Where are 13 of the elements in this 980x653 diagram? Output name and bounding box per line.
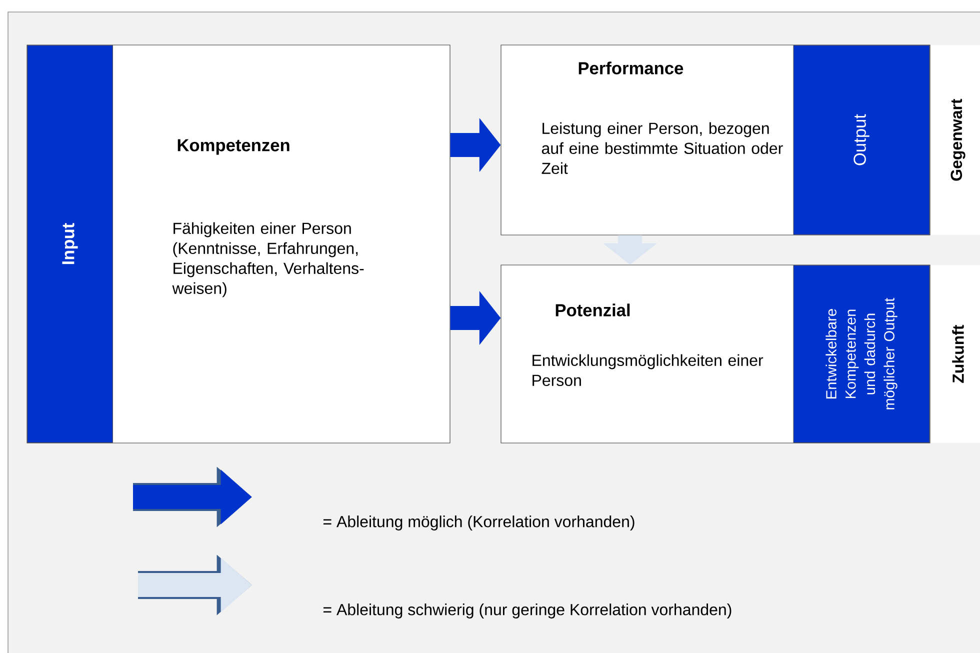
side-band: Input bbox=[27, 45, 113, 443]
legend-text: = Ableitung möglich (Korrelation vorhanden) bbox=[324, 516, 634, 530]
box-description: Entwicklungsmöglichkeiten einer Person bbox=[532, 354, 764, 386]
time-label: Gegenwart bbox=[930, 45, 980, 235]
box-heading: Potenzial bbox=[556, 304, 630, 316]
box-heading: Kompetenzen bbox=[178, 139, 290, 155]
box-description: Fähigkeiten einer Person (Kenntnisse, Erfahrungen, Eigenschaften, Verhaltens-weisen) bbox=[172, 222, 364, 298]
legend-text: = Ableitung schwierig (nur geringe Korrelation vorhanden) bbox=[324, 604, 732, 618]
side-band: Entwickelbare Kompetenzen und dadurch möglicher Output bbox=[793, 265, 930, 443]
time-label: Zukunft bbox=[930, 265, 980, 443]
box-description: Leistung einer Person, bezogen auf eine bestimmte Situation oder Zeit bbox=[542, 122, 783, 174]
box-heading: Performance bbox=[578, 62, 684, 74]
side-band: Output bbox=[793, 45, 930, 235]
